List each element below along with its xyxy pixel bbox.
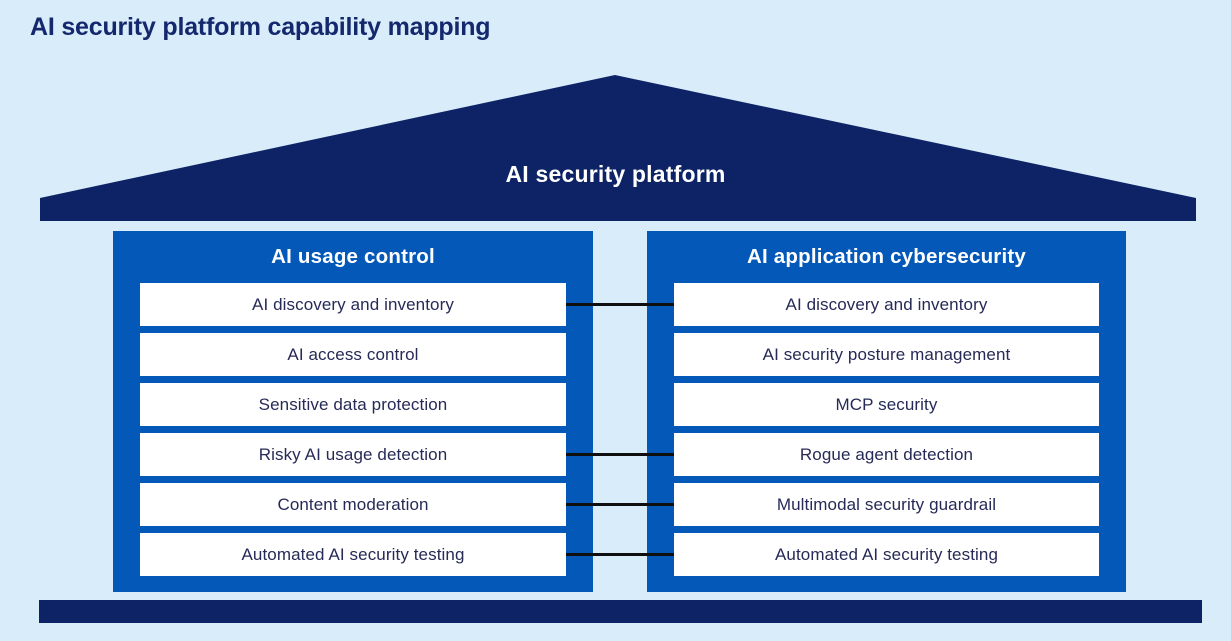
pillar-ai-application-cybersecurity: AI application cybersecurity AI discover… <box>647 231 1126 592</box>
pillar-ai-usage-control: AI usage control AI discovery and invent… <box>113 231 593 592</box>
capability-box: Automated AI security testing <box>140 533 566 576</box>
pillar-title: AI usage control <box>271 245 435 268</box>
connector-line <box>566 553 674 556</box>
foundation-bar <box>39 600 1202 623</box>
connector-line <box>566 503 674 506</box>
capability-box: Risky AI usage detection <box>140 433 566 476</box>
capability-box: Multimodal security guardrail <box>674 483 1099 526</box>
capability-box: MCP security <box>674 383 1099 426</box>
capability-box: AI discovery and inventory <box>140 283 566 326</box>
capability-box: Sensitive data protection <box>140 383 566 426</box>
capability-box: AI security posture management <box>674 333 1099 376</box>
capability-box: Rogue agent detection <box>674 433 1099 476</box>
roof-label: AI security platform <box>505 161 726 187</box>
connector-line <box>566 453 674 456</box>
capability-box: AI discovery and inventory <box>674 283 1099 326</box>
capability-box: Content moderation <box>140 483 566 526</box>
page-title: AI security platform capability mapping <box>30 13 491 41</box>
pillar-title: AI application cybersecurity <box>746 245 1027 268</box>
connector-line <box>566 303 674 306</box>
capability-box: Automated AI security testing <box>674 533 1099 576</box>
capability-box: AI access control <box>140 333 566 376</box>
